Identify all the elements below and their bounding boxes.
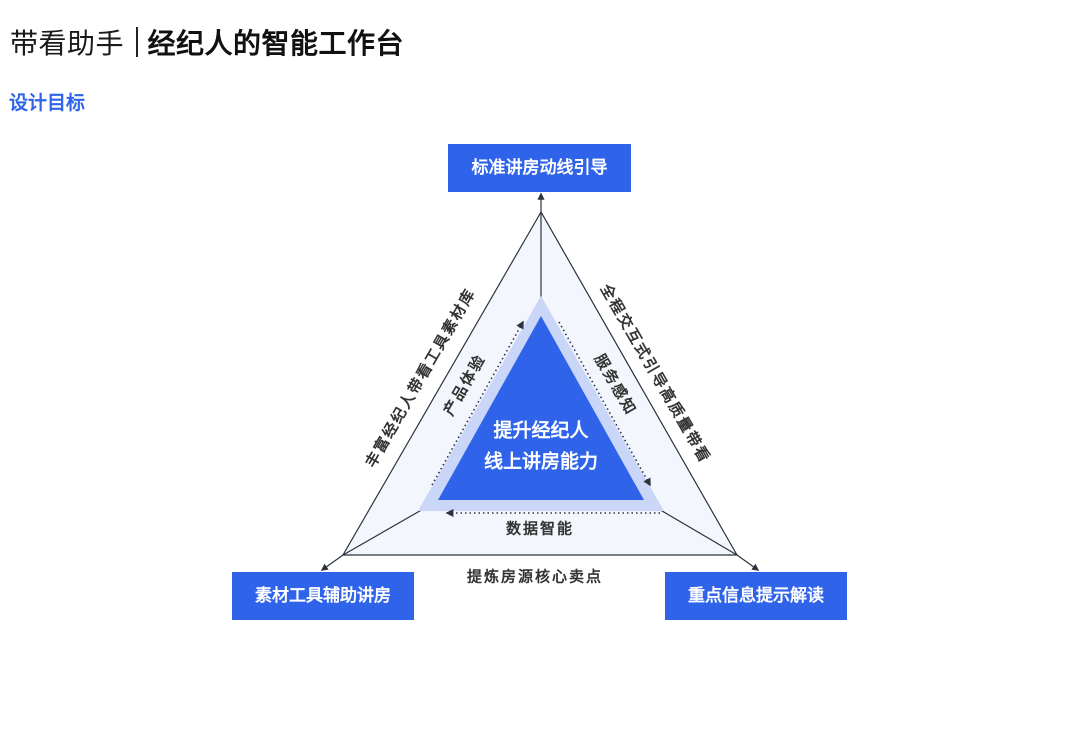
arrow-to-left-node <box>320 554 344 571</box>
outer-edge-label-bottom: 提炼房源核心卖点 <box>467 568 603 586</box>
node-label-top: 标准讲房动线引导 <box>472 157 608 178</box>
arrow-to-right-node <box>736 554 760 571</box>
node-label-bottom-right: 重点信息提示解读 <box>688 585 824 606</box>
spoke-right <box>656 507 738 556</box>
brand-title: 带看助手 <box>10 27 125 60</box>
page-header: 带看助手 经纪人的智能工作台 <box>10 22 404 62</box>
inner-edge-label-bottom: 数据智能 <box>506 520 574 538</box>
node-label-bottom-left: 素材工具辅助讲房 <box>255 585 391 606</box>
spoke-left <box>342 507 426 556</box>
center-label-line1: 提升经纪人 <box>493 419 589 442</box>
inner-core-triangle <box>438 316 644 500</box>
title-divider <box>136 27 138 57</box>
center-label-line2: 线上讲房能力 <box>484 450 598 473</box>
node-box-top <box>448 144 631 192</box>
node-box-bottom-left <box>232 572 414 620</box>
page-title: 经纪人的智能工作台 <box>147 27 405 60</box>
node-box-bottom-right <box>665 572 847 620</box>
section-label: 设计目标 <box>9 92 86 114</box>
